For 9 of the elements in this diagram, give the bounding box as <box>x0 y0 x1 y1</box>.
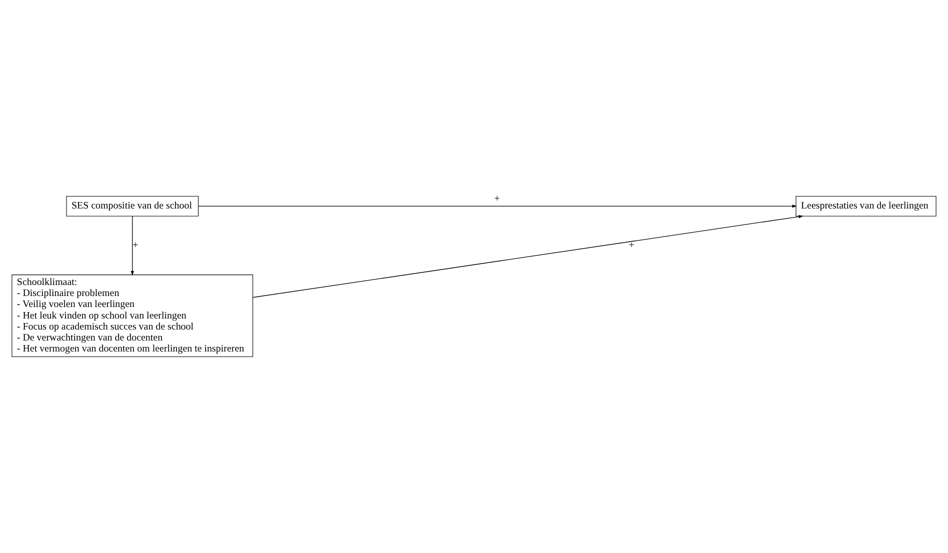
node-box: SES compositie van de school <box>66 196 199 216</box>
edge-label: + <box>628 240 634 251</box>
node-box: Schoolklimaat: - Disciplinaire problemen - Veilig voelen van leerlingen - Het leuk vinden op school van leerlingen - Focus op academisch succes van de school - De verwachtingen van de docenten - Het vermogen van docenten om leerlingen te inspireren <box>12 274 254 358</box>
arrow <box>252 215 804 298</box>
edge-label: + <box>494 193 500 204</box>
node-box: Leesprestaties van de leerlingen <box>796 196 936 216</box>
arrow <box>198 204 797 208</box>
edge-label: + <box>132 240 138 251</box>
arrow <box>130 216 134 276</box>
